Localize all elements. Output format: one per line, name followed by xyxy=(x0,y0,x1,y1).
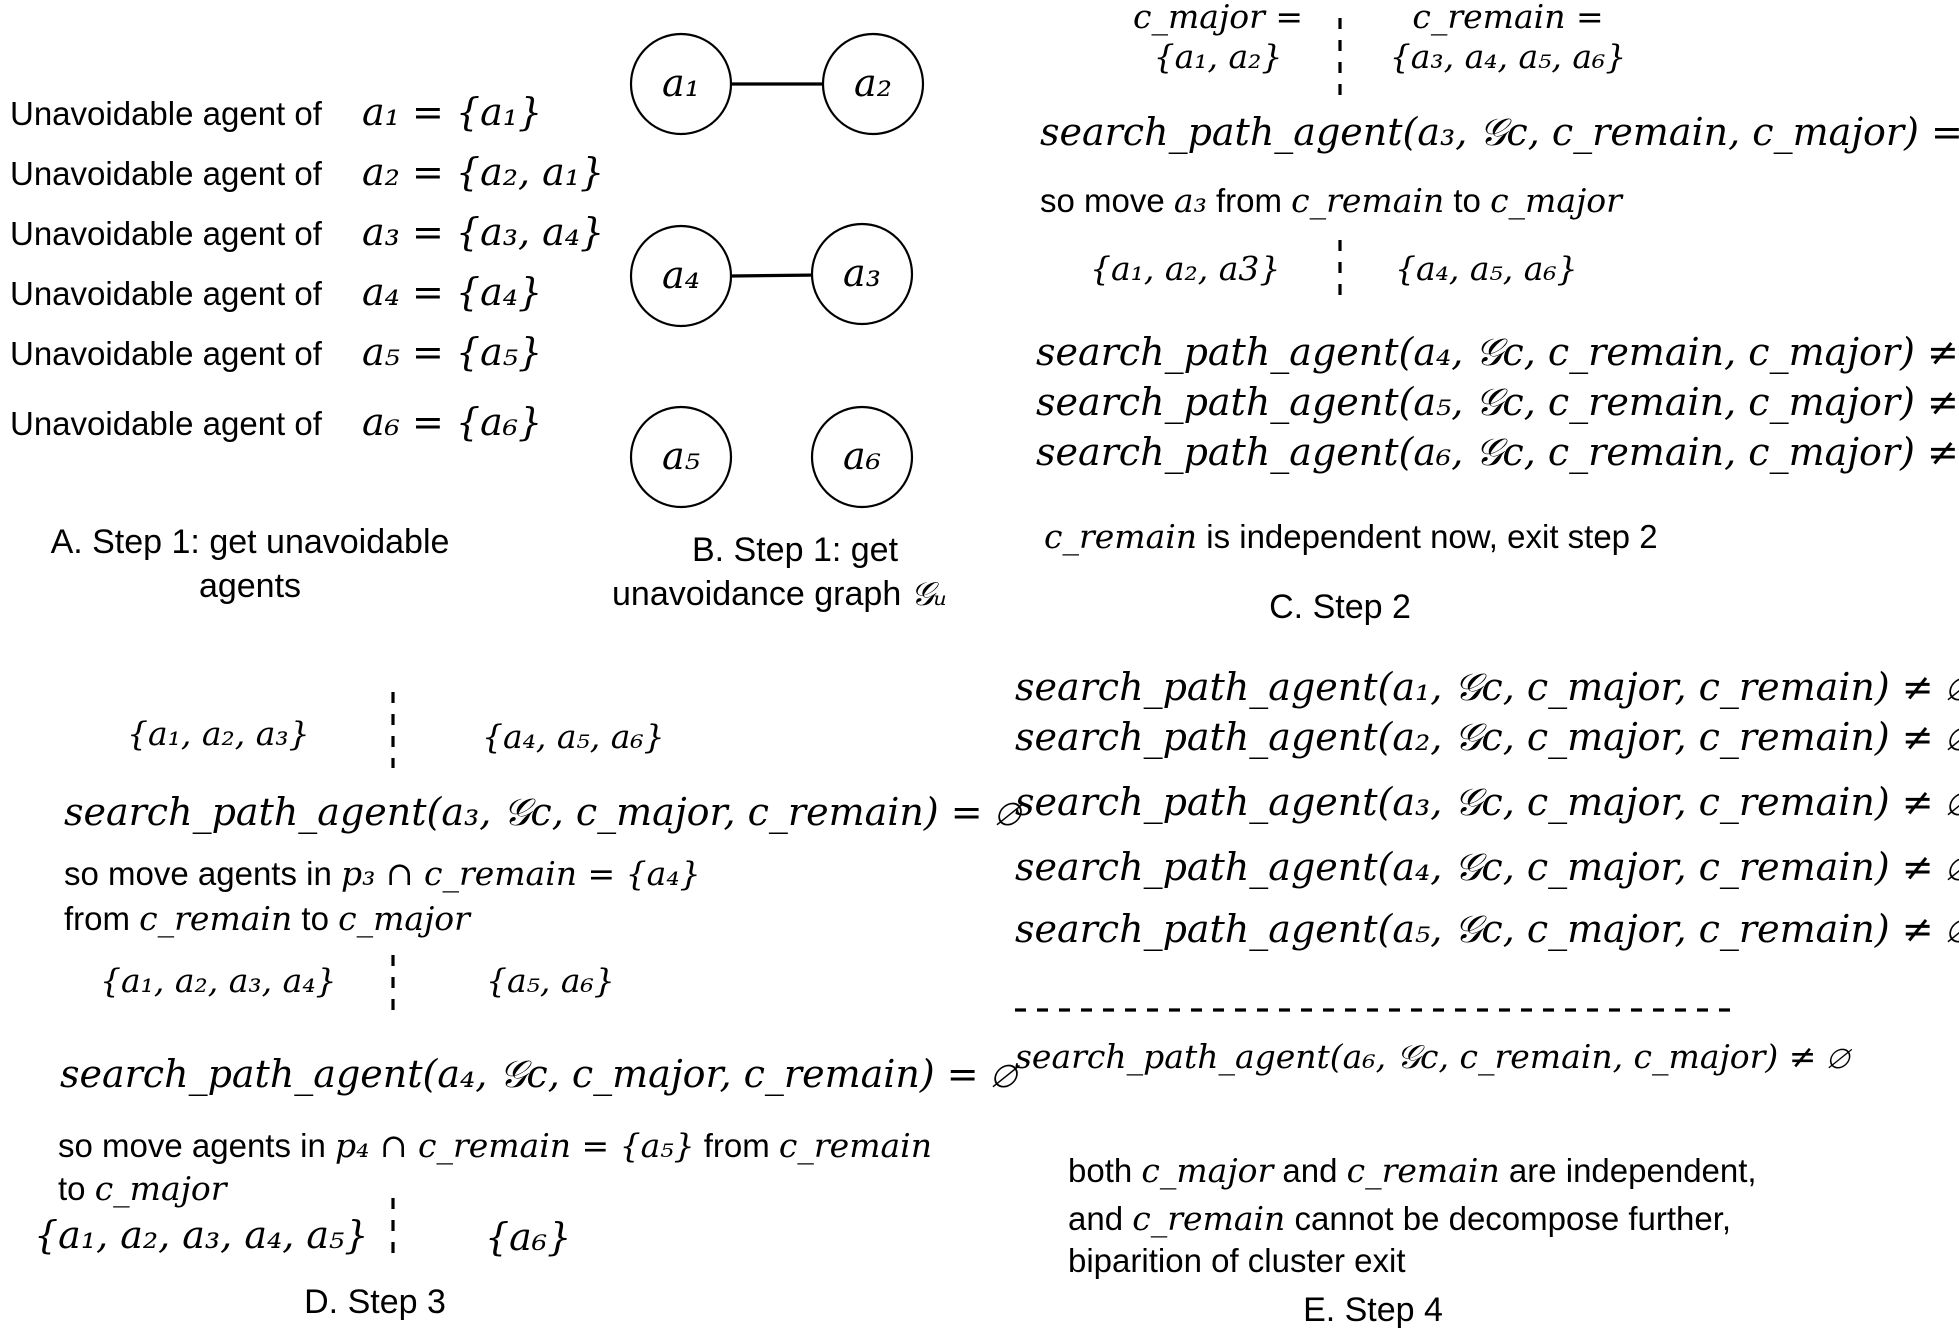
panel-c: c_major = {a₁, a₂} c_remain = {a₃, a₄, a… xyxy=(1036,0,1959,626)
set-left: {a₁, a₂, a₃, a₄} xyxy=(100,961,337,1000)
panel-d: {a₁, a₂, a₃} {a₄, a₅, a₆} search_path_ag… xyxy=(34,692,1025,1321)
node-circle xyxy=(810,405,914,509)
set-right: {a₆} xyxy=(485,1215,571,1259)
panel-c-caption: C. Step 2 xyxy=(1269,588,1411,626)
conclusion: c_remain is independent now, exit step 2 xyxy=(1044,517,1658,557)
graph-node: a₃ xyxy=(810,222,914,326)
row-label: Unavoidable agent of xyxy=(10,155,323,192)
c-remain-header: c_remain = xyxy=(1412,0,1603,37)
panel-b-caption: B. Step 1: get xyxy=(692,531,899,569)
panel-e-caption: E. Step 4 xyxy=(1303,1291,1443,1329)
set-right: {a₄, a₅, a₆} xyxy=(482,717,665,756)
panel-a: Unavoidable agent of a₁ = {a₁} Unavoidab… xyxy=(10,90,604,605)
equation: search_path_agent(a₄, 𝒢c, c_major, c_rem… xyxy=(1015,845,1959,890)
node-label: a₃ xyxy=(843,251,881,295)
node-label: a₆ xyxy=(843,434,881,478)
panel-d-caption: D. Step 3 xyxy=(304,1283,446,1321)
set-left: {a₁, a₂, a3} xyxy=(1090,249,1280,288)
summary-line: both c_major and c_remain are independen… xyxy=(1068,1151,1757,1191)
row-expr: a₆ = {a₆} xyxy=(362,400,542,444)
row-label: Unavoidable agent of xyxy=(10,275,323,312)
node-label: a₅ xyxy=(662,434,700,478)
row-label: Unavoidable agent of xyxy=(10,95,323,132)
equation: search_path_agent(a₅, 𝒢c, c_major, c_rem… xyxy=(1015,907,1959,952)
c-major-header: c_major = xyxy=(1133,0,1303,37)
graph-edge xyxy=(730,273,822,278)
move-statement-2: to c_major xyxy=(58,1169,229,1209)
set-right: {a₅, a₆} xyxy=(486,961,615,1000)
row-label: Unavoidable agent of xyxy=(10,215,323,252)
unavoidable-row: Unavoidable agent of a₅ = {a₅} xyxy=(10,330,542,374)
unavoidable-row: Unavoidable agent of a₁ = {a₁} xyxy=(10,90,542,134)
unavoidable-row: Unavoidable agent of a₃ = {a₃, a₄} xyxy=(10,210,604,254)
node-circle xyxy=(629,224,733,328)
move-statement: so move agents in p₃ ∩ c_remain = {a₄} xyxy=(64,854,701,894)
panel-e: search_path_agent(a₁, 𝒢c, c_major, c_rem… xyxy=(1015,665,1959,1329)
node-circle xyxy=(629,405,733,509)
node-circle xyxy=(810,222,914,326)
graph-node: a₆ xyxy=(810,405,914,509)
row-expr: a₅ = {a₅} xyxy=(362,330,542,374)
graph-node: a₂ xyxy=(821,32,925,136)
node-circle xyxy=(629,32,733,136)
equation: search_path_agent(a₃, 𝒢c, c_major, c_rem… xyxy=(64,790,1025,835)
unavoidable-row: Unavoidable agent of a₂ = {a₂, a₁} xyxy=(10,150,604,194)
graph-node: a₅ xyxy=(629,405,733,509)
move-statement: so move agents in p₄ ∩ c_remain = {a₅} f… xyxy=(58,1126,932,1166)
row-expr: a₄ = {a₄} xyxy=(362,270,542,314)
equation: search_path_agent(a₃, 𝒢c, c_major, c_rem… xyxy=(1015,780,1959,825)
equation: search_path_agent(a₄, 𝒢c, c_major, c_rem… xyxy=(60,1052,1021,1097)
equation: search_path_agent(a₂, 𝒢c, c_major, c_rem… xyxy=(1015,715,1959,760)
unavoidable-row: Unavoidable agent of a₄ = {a₄} xyxy=(10,270,542,314)
equation: search_path_agent(a₁, 𝒢c, c_major, c_rem… xyxy=(1015,665,1959,710)
equation: search_path_agent(a₆, 𝒢c, c_remain, c_ma… xyxy=(1015,1037,1853,1077)
set-right: {a₄, a₅, a₆} xyxy=(1395,249,1578,288)
move-statement: so move a₃ from c_remain to c_major xyxy=(1040,181,1624,221)
summary-line: biparition of cluster exit xyxy=(1068,1242,1406,1279)
graph-node: a₁ xyxy=(629,32,733,136)
node-label: a₁ xyxy=(662,61,700,105)
panel-b: a₁ a₂ a₄ a₃ a₅ a₆ B. Step 1: get unavoid… xyxy=(612,32,947,613)
row-expr: a₃ = {a₃, a₄} xyxy=(362,210,604,254)
equation: search_path_agent(a₄, 𝒢c, c_remain, c_ma… xyxy=(1036,330,1959,375)
row-expr: a₂ = {a₂, a₁} xyxy=(362,150,604,194)
unavoidable-row: Unavoidable agent of a₆ = {a₆} xyxy=(10,400,542,444)
c-major-set: {a₁, a₂} xyxy=(1154,37,1283,76)
set-left: {a₁, a₂, a₃} xyxy=(127,714,310,753)
row-expr: a₁ = {a₁} xyxy=(362,90,542,134)
set-left: {a₁, a₂, a₃, a₄, a₅} xyxy=(34,1213,368,1257)
c-remain-set: {a₃, a₄, a₅, a₆} xyxy=(1390,37,1627,76)
panel-a-caption: A. Step 1: get unavoidable xyxy=(51,523,450,561)
equation: search_path_agent(a₆, 𝒢c, c_remain, c_ma… xyxy=(1036,430,1959,475)
panel-b-caption-2: unavoidance graph 𝒢ᵤ xyxy=(612,574,947,613)
node-label: a₄ xyxy=(662,253,700,297)
node-label: a₂ xyxy=(854,61,892,105)
row-label: Unavoidable agent of xyxy=(10,405,323,442)
equation: search_path_agent(a₃, 𝒢c, c_remain, c_ma… xyxy=(1040,110,1959,155)
equation: search_path_agent(a₅, 𝒢c, c_remain, c_ma… xyxy=(1036,380,1959,425)
graph-node: a₄ xyxy=(629,224,733,328)
node-circle xyxy=(821,32,925,136)
move-statement-2: from c_remain to c_major xyxy=(64,899,472,939)
row-label: Unavoidable agent of xyxy=(10,335,323,372)
panel-a-caption-2: agents xyxy=(199,567,301,605)
summary-line: and c_remain cannot be decompose further… xyxy=(1068,1199,1731,1239)
